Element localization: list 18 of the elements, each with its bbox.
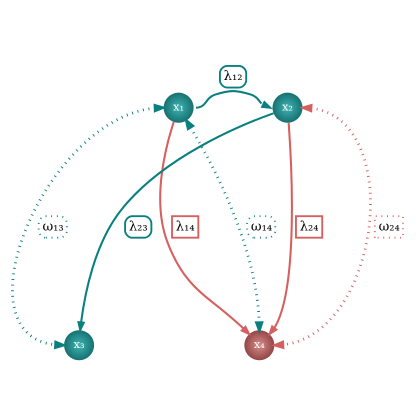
- edge-label: ω₂₄: [378, 218, 400, 234]
- edge-label: ω₁₃: [42, 218, 64, 234]
- arrow: [159, 121, 252, 336]
- node-circle: x₃: [64, 330, 94, 360]
- arrow: [196, 90, 273, 109]
- edge-label: λ₁₂: [224, 68, 243, 84]
- arrow: [268, 122, 293, 336]
- edge-label: ω₁₄: [250, 218, 272, 234]
- arrow: [77, 112, 274, 333]
- node-circle: x₁: [164, 92, 194, 122]
- edge-label: λ₂₃: [128, 218, 148, 234]
- arrow: [184, 116, 264, 334]
- edge-label: λ₂₄: [300, 218, 319, 234]
- node-circle: x₂: [272, 92, 303, 122]
- arrow: [271, 103, 372, 349]
- arrow: [11, 103, 167, 349]
- node-circle: x₄: [244, 330, 274, 360]
- edge-label: λ₁₄: [176, 218, 195, 234]
